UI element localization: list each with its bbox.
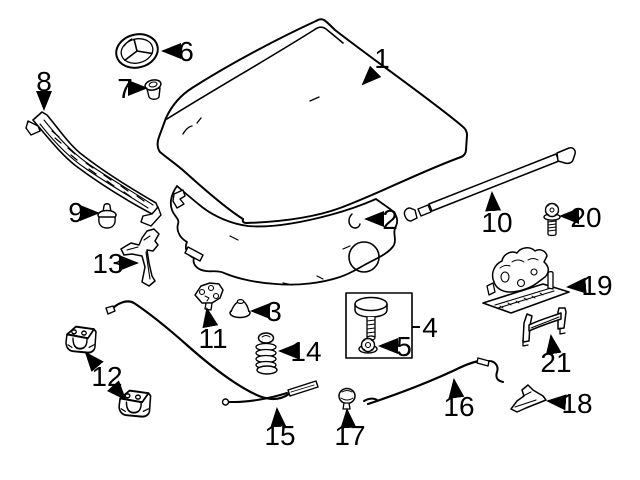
callout-label: 5 xyxy=(396,331,412,362)
part-hood-seal xyxy=(169,185,399,286)
callout-15[interactable]: 15 xyxy=(264,407,296,451)
callout-label: 1 xyxy=(374,43,390,74)
part-spring-plunger xyxy=(255,332,278,375)
callout-label: 3 xyxy=(266,296,282,327)
part-cable-clip-lower xyxy=(118,389,152,418)
part-striker-bracket xyxy=(522,307,567,347)
part-stop-nut xyxy=(358,337,378,354)
callout-17[interactable]: 17 xyxy=(334,408,366,451)
part-push-clip xyxy=(97,203,117,229)
part-cable-grommet xyxy=(338,387,378,410)
callout-11[interactable]: 11 xyxy=(198,307,228,354)
callout-18[interactable]: 18 xyxy=(546,388,593,419)
part-hood-hinge xyxy=(120,228,160,287)
part-rubber-bumper xyxy=(229,299,251,319)
callout-label: 11 xyxy=(198,323,227,354)
callout-label: 21 xyxy=(540,347,571,378)
callout-19[interactable]: 19 xyxy=(566,270,613,301)
callout-label: 13 xyxy=(92,248,123,279)
callout-1[interactable]: 1 xyxy=(361,43,390,86)
part-emblem xyxy=(115,33,159,69)
part-release-cable-rear xyxy=(366,357,504,406)
callout-6[interactable]: 6 xyxy=(161,36,194,67)
callout-label: 17 xyxy=(334,420,365,451)
callout-label: 18 xyxy=(561,388,592,419)
callout-9[interactable]: 9 xyxy=(68,197,100,228)
part-release-cable-front xyxy=(105,300,319,406)
part-support-strut xyxy=(403,147,576,222)
part-grommet-small xyxy=(144,79,162,100)
callout-14[interactable]: 14 xyxy=(278,336,322,367)
callout-label: 6 xyxy=(178,36,194,67)
callout-label: 15 xyxy=(264,420,295,451)
part-bolt xyxy=(543,202,561,237)
callout-21[interactable]: 21 xyxy=(540,334,572,378)
callout-label: 12 xyxy=(91,361,122,392)
callout-12[interactable]: 12 xyxy=(84,351,127,401)
part-hood-lock xyxy=(482,247,570,314)
part-hood-panel xyxy=(156,18,468,224)
callout-2[interactable]: 2 xyxy=(364,204,398,235)
callout-3[interactable]: 3 xyxy=(250,296,282,327)
callout-7[interactable]: 7 xyxy=(117,73,148,104)
callout-label: 2 xyxy=(382,204,398,235)
callout-label: 8 xyxy=(36,66,52,97)
callout-label: 19 xyxy=(581,270,612,301)
callout-5[interactable]: 5 xyxy=(378,331,412,362)
part-safety-catch xyxy=(510,384,547,413)
callout-label: 9 xyxy=(68,197,84,228)
part-cowl-trim-strip xyxy=(25,111,162,227)
callout-13[interactable]: 13 xyxy=(92,248,139,279)
callout-16[interactable]: 16 xyxy=(443,378,475,422)
callout-label: 16 xyxy=(443,391,474,422)
callout-20[interactable]: 20 xyxy=(559,202,602,233)
callout-label: 4 xyxy=(422,312,438,343)
callout-label: 10 xyxy=(481,207,512,238)
part-cable-clip-upper xyxy=(65,325,97,354)
callout-label: 20 xyxy=(570,202,601,233)
callout-8[interactable]: 8 xyxy=(36,66,52,111)
callout-4[interactable]: 4 xyxy=(412,312,438,343)
part-clip-plate xyxy=(194,282,224,311)
callout-label: 7 xyxy=(117,73,133,104)
callout-label: 14 xyxy=(290,336,321,367)
callout-10[interactable]: 10 xyxy=(481,191,513,238)
